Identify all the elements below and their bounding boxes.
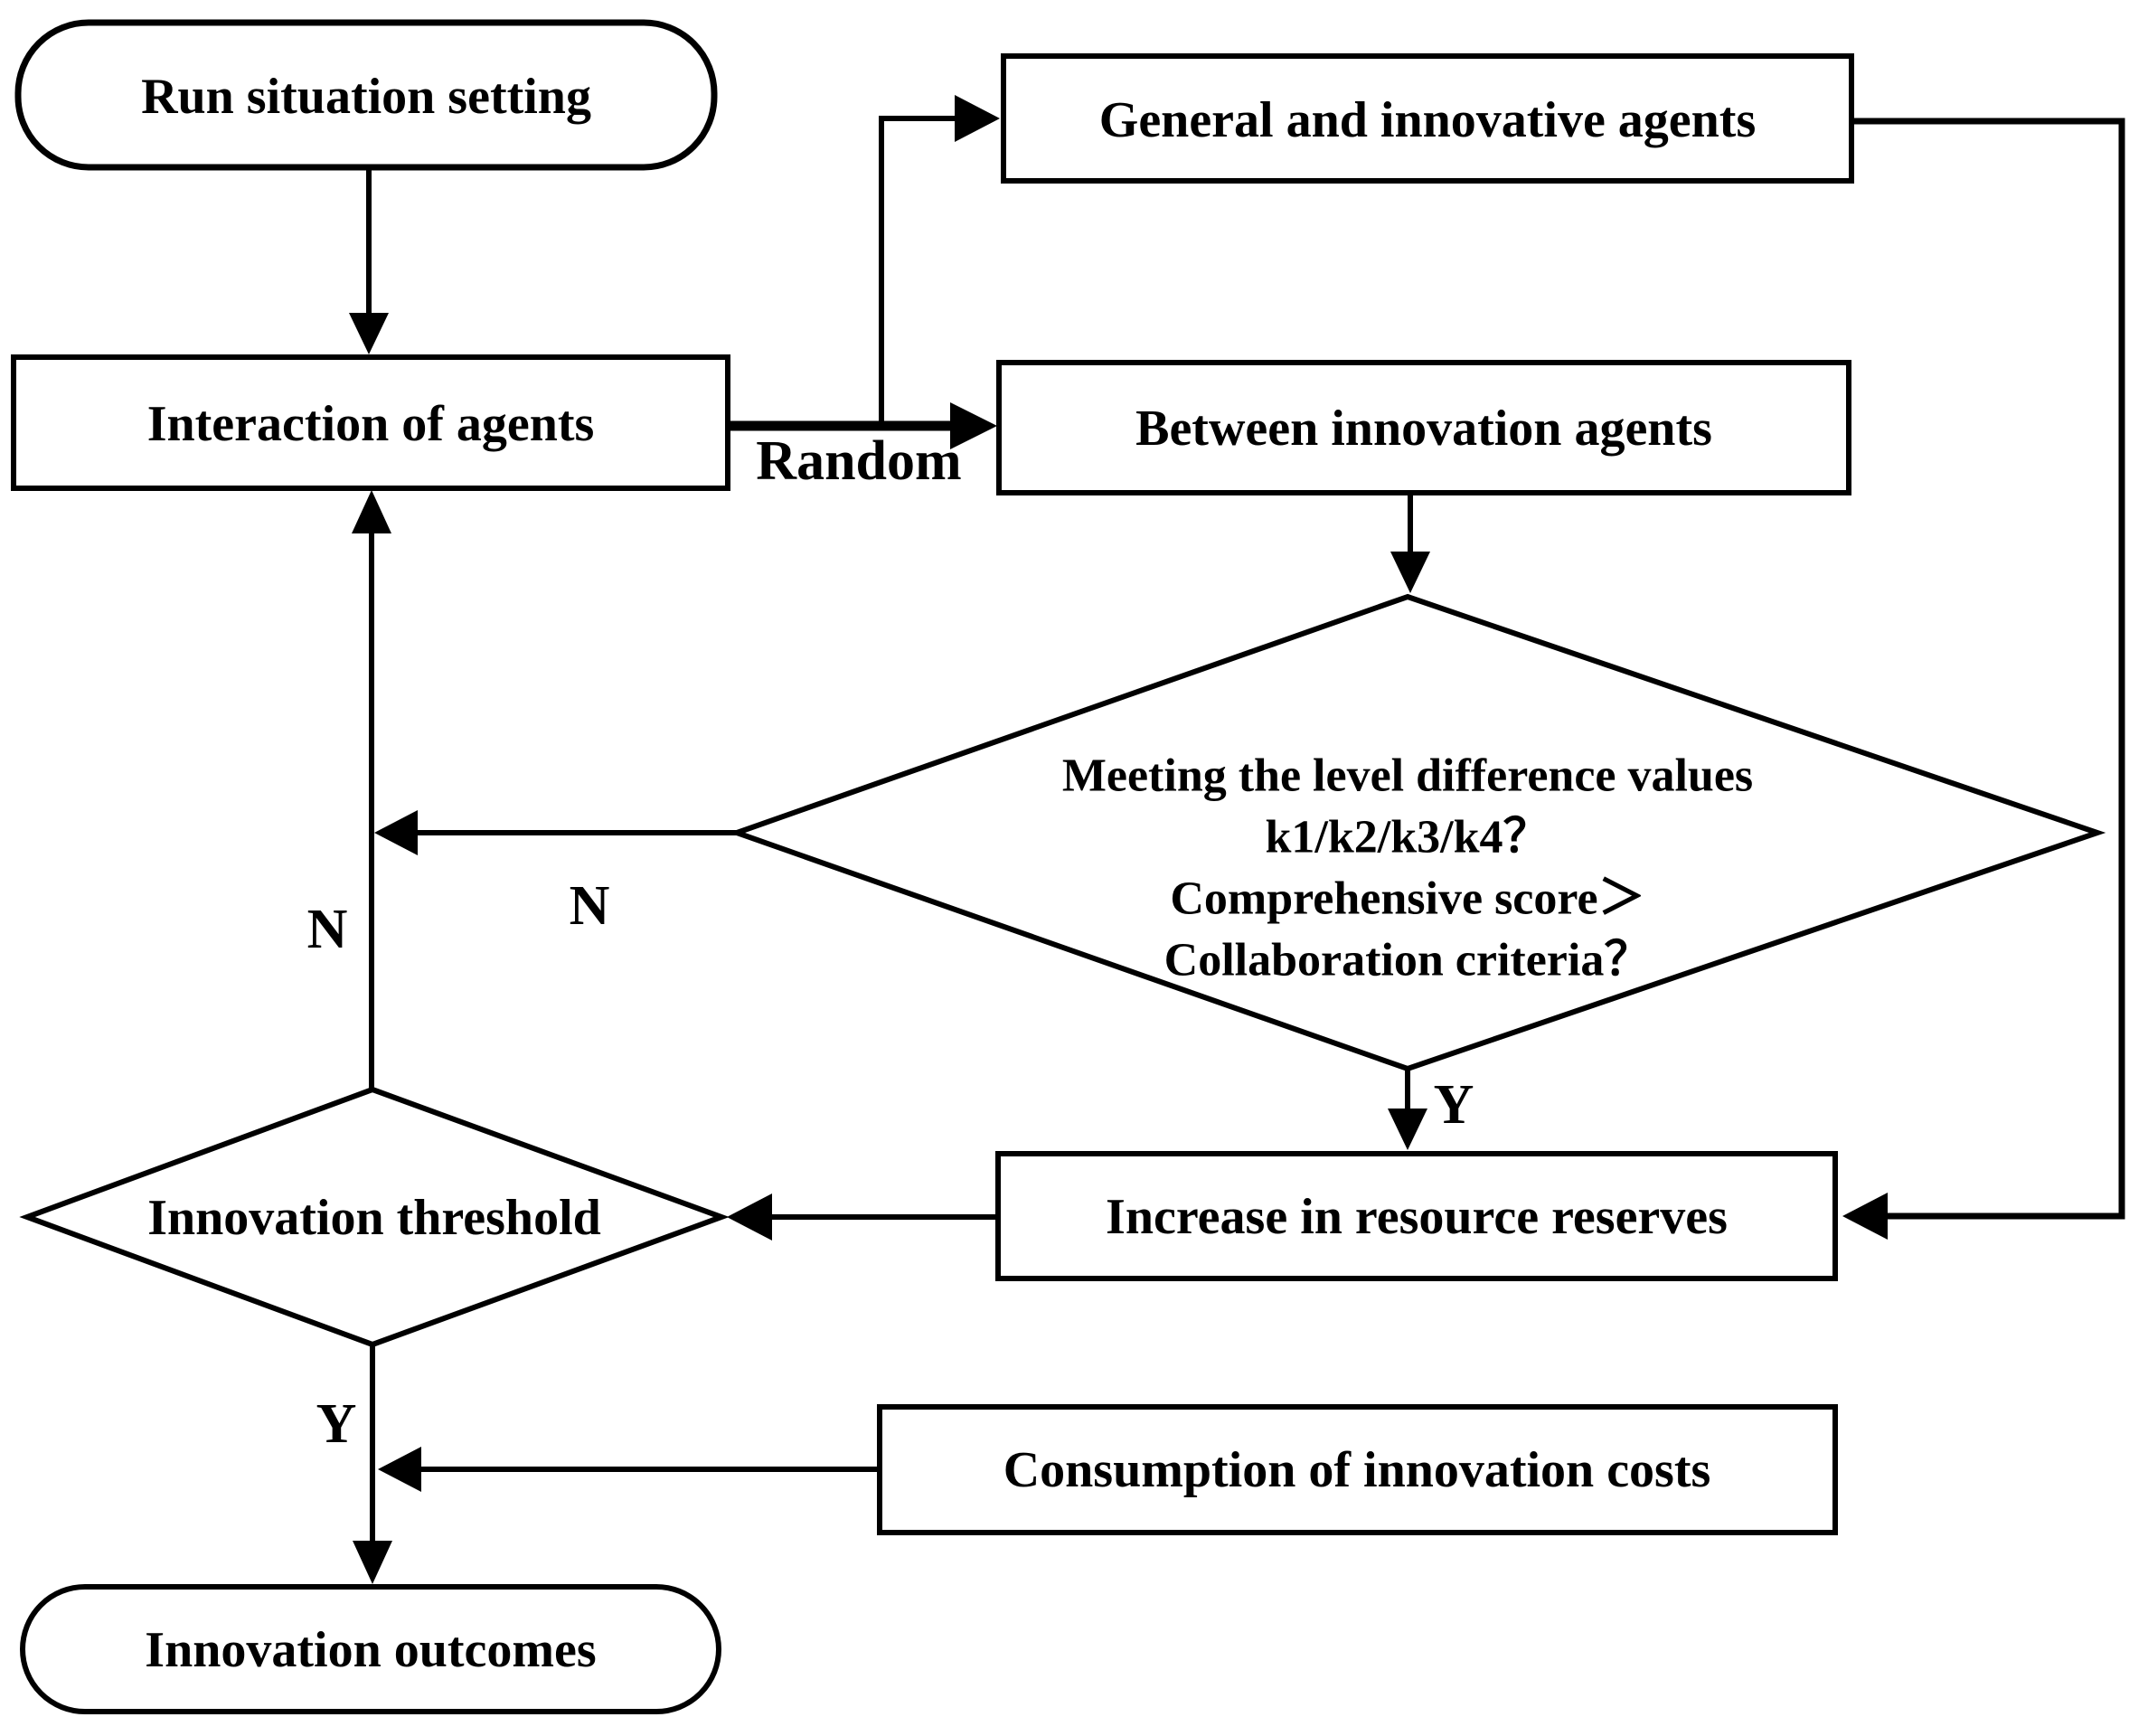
innovation-threshold-label: Innovation threshold [147,1190,601,1246]
arrowhead-down-icon [353,1541,392,1584]
arrow-start-to-interaction [349,170,389,354]
level-decision-diamond: Meeting the level difference values k1/k… [728,593,2106,1072]
line-return-to-interaction [352,490,391,1090]
arrowhead-right-icon [950,402,997,449]
arrow-decision-y-to-increase [1388,1069,1427,1150]
general-agents-label: General and innovative agents [1099,92,1756,148]
arrow-increase-to-threshold [727,1194,998,1241]
outcomes-terminator: Innovation outcomes [20,1584,721,1714]
between-agents-box: Between innovation agents [996,360,1851,495]
arrow-interaction-to-between [728,402,997,449]
arrowhead-left-icon [378,1447,421,1492]
arrowhead-down-icon [349,313,389,354]
start-terminator: Run situation setting [14,19,718,171]
increase-reserves-box: Increase in resource reserves [995,1151,1838,1281]
arrow-threshold-y-to-outcomes [353,1344,392,1584]
consumption-costs-label: Consumption of innovation costs [1003,1442,1711,1498]
arrowhead-up-icon [352,490,391,533]
outcomes-label: Innovation outcomes [145,1622,596,1678]
arrowhead-down-icon [1390,552,1430,593]
innovation-threshold-diamond: Innovation threshold [19,1086,730,1348]
level-decision-line-4: Collaboration criteria？ [1164,935,1652,986]
arrow-decision-n-left [374,810,737,855]
arrowhead-right-icon [955,95,1000,142]
level-decision-line-1: Meeting the level difference values [1062,750,1753,802]
label-n-threshold: N [307,899,348,960]
arrowhead-left-icon [374,810,418,855]
increase-reserves-label: Increase in resource reserves [1106,1189,1728,1245]
label-n-level: N [570,875,610,937]
arrowhead-down-icon [1388,1109,1427,1150]
interaction-box: Interaction of agents [11,354,730,491]
label-y-threshold: Y [316,1393,357,1455]
branch-random-to-general [879,95,1000,426]
consumption-costs-box: Consumption of innovation costs [877,1404,1838,1535]
general-agents-box: General and innovative agents [1001,53,1854,184]
label-y-level: Y [1434,1074,1474,1136]
arrow-consumption-to-flow [378,1447,880,1492]
arrowhead-left-icon [1842,1193,1888,1240]
connector-general-to-increase [1842,118,2125,1240]
interaction-label: Interaction of agents [147,396,595,452]
start-label: Run situation setting [141,69,591,125]
between-agents-label: Between innovation agents [1135,401,1712,457]
arrow-between-to-decision [1390,495,1430,593]
label-random: Random [756,430,961,492]
level-decision-line-3: Comprehensive score＞ [1170,873,1644,925]
level-decision-line-2: k1/k2/k3/k4？ [1265,812,1550,863]
arrowhead-left-icon [727,1194,772,1241]
